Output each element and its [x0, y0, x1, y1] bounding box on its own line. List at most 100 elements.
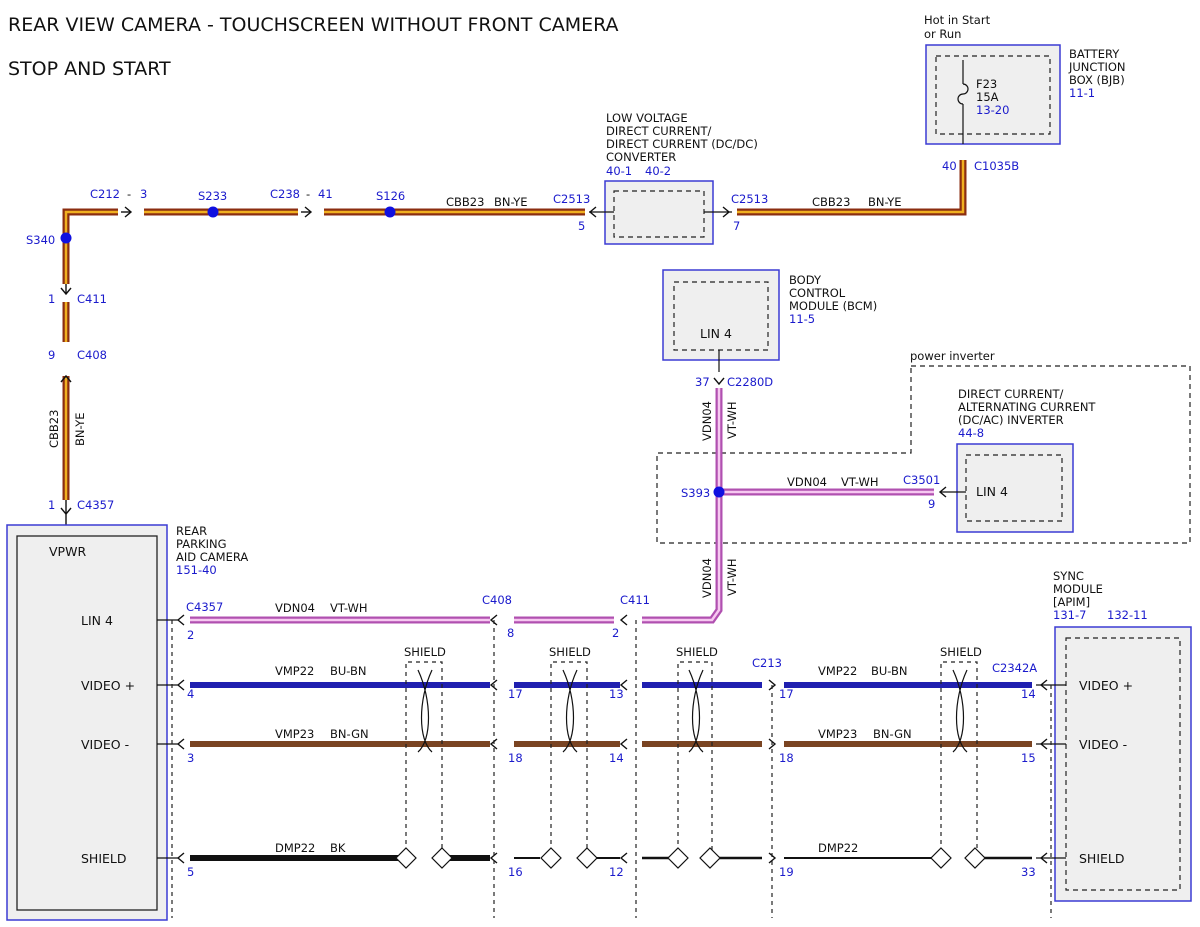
twisted-pair-icon [952, 669, 968, 753]
s126-label: S126 [376, 189, 405, 203]
lin-camera-arrow-icon [176, 614, 185, 626]
s393-label: S393 [681, 486, 710, 500]
bjb-hot-label: Hot in Start [924, 13, 991, 27]
lin-c411-label: C411 [620, 593, 650, 607]
shield-code-1: DMP22 [275, 841, 315, 855]
sync-ref-2: 132-11 [1107, 608, 1148, 622]
sync-shield-arrow-icon [1039, 852, 1048, 864]
camera-pin-shield: SHIELD [81, 851, 127, 866]
c238-dash: - [306, 187, 310, 201]
video-plus-color-2: BU-BN [871, 664, 908, 678]
dcdc-name-2: DIRECT CURRENT/ [606, 124, 712, 138]
splice-s126 [384, 206, 396, 218]
video-minus-code-2: VMP23 [818, 727, 857, 741]
bjb-name-3: BOX (BJB) [1069, 73, 1125, 87]
inverter-name-3: (DC/AC) INVERTER [958, 413, 1064, 427]
video-plus-color-1: BU-BN [330, 664, 367, 678]
sync-ref-1: 131-7 [1053, 608, 1086, 622]
c212-dash: - [127, 187, 131, 201]
body-control-module [662, 269, 780, 372]
video-minus-pin-c408: 18 [508, 751, 523, 765]
video-plus-pin-c411: 13 [609, 687, 624, 701]
bjb-name: BATTERY [1069, 47, 1120, 61]
bcm-ref: 11-5 [789, 312, 815, 326]
inverter-connector: C3501 [903, 473, 940, 487]
row-connector-arrows [176, 679, 777, 864]
shield-ground-icon [930, 847, 952, 869]
s233-label: S233 [198, 189, 227, 203]
shield-code-2: DMP22 [818, 841, 858, 855]
camera-pin-number-shield: 5 [187, 865, 194, 879]
sync-name-2: MODULE [1053, 582, 1103, 596]
c4357-label-power: C4357 [77, 498, 114, 512]
splice-s233 [207, 206, 219, 218]
camera-name-2: PARKING [176, 537, 227, 551]
inverter-name-2: ALTERNATING CURRENT [958, 400, 1096, 414]
camera-name-1: REAR [176, 524, 207, 538]
fuse-amps: 15A [976, 90, 999, 104]
video-minus-pin-c411: 14 [609, 751, 624, 765]
lin-color-bottom: VT-WH [330, 601, 368, 615]
shield-label-4: SHIELD [940, 645, 982, 659]
power-color-right: BN-YE [868, 195, 902, 209]
lin-c408-label: C408 [482, 593, 512, 607]
connector-dash-lines [171, 620, 1052, 918]
bjb-ref: 11-1 [1069, 86, 1095, 100]
sync-connector: C2342A [992, 661, 1037, 675]
c238-label: C238 [270, 187, 300, 201]
c238-pin: 41 [318, 187, 333, 201]
video-minus-code-1: VMP23 [275, 727, 314, 741]
sync-pin-shield: SHIELD [1079, 851, 1125, 866]
power-inverter-group [656, 365, 1191, 544]
sync-video-plus-arrow-icon [1039, 679, 1048, 691]
sync-pin-video-plus: VIDEO + [1079, 678, 1133, 693]
battery-junction-box [925, 44, 1061, 145]
camera-pin-lin: LIN 4 [81, 613, 113, 628]
video-plus-code-1: VMP22 [275, 664, 314, 678]
sync-module [1036, 626, 1192, 902]
camera-name-3: AID CAMERA [176, 550, 248, 564]
lin-code-horizontal: VDN04 [787, 475, 827, 489]
dcdc-name-1: LOW VOLTAGE [606, 111, 688, 125]
c408-pin-power: 9 [48, 348, 55, 362]
dcdc-right-connector: C2513 [731, 192, 768, 206]
diagram-subtitle: STOP AND START [8, 58, 171, 80]
lin-wire [190, 388, 934, 624]
dcdc-converter [588, 180, 732, 245]
sync-name-3: [APIM] [1053, 595, 1090, 609]
lin-color-horizontal: VT-WH [841, 475, 879, 489]
c4357-pin-power: 1 [48, 498, 55, 512]
dcdc-ref-1: 40-1 [606, 164, 632, 178]
bjb-pin: 40 [942, 159, 957, 173]
camera-pin-vpwr: VPWR [49, 544, 86, 559]
shield-ground-icon [576, 847, 598, 869]
dcdc-name-4: CONVERTER [606, 150, 676, 164]
c212-pin: 3 [140, 187, 147, 201]
video-minus-pin-c213: 18 [779, 751, 794, 765]
dcdc-left-pin: 5 [578, 219, 585, 233]
bcm-name-2: CONTROL [789, 286, 846, 300]
power-code-top: CBB23 [446, 195, 484, 209]
inverter-pin-label: LIN 4 [976, 484, 1008, 499]
inverter-name-1: DIRECT CURRENT/ [958, 387, 1064, 401]
dcdc-right-arrow-icon [722, 206, 731, 218]
s340-label: S340 [26, 233, 55, 247]
shield-twist-1 [395, 661, 453, 869]
shield-ground-icon [431, 847, 453, 869]
inverter-pin: 9 [928, 497, 935, 511]
camera-pin-video-plus: VIDEO + [81, 678, 135, 693]
power-wire [62, 160, 967, 500]
sync-name-1: SYNC [1053, 569, 1084, 583]
shield-color-1: BK [330, 841, 346, 855]
bcm-name-3: MODULE (BCM) [789, 299, 877, 313]
bjb-connector: C1035B [974, 159, 1019, 173]
shield-label-3: SHIELD [676, 645, 718, 659]
shield-twist-3 [667, 661, 721, 869]
sync-pin-number-video-plus: 14 [1021, 687, 1036, 701]
shield-label-2: SHIELD [549, 645, 591, 659]
video-minus-color-2: BN-GN [873, 727, 912, 741]
c213-label: C213 [752, 656, 782, 670]
video-plus-code-2: VMP22 [818, 664, 857, 678]
power-code-right: CBB23 [812, 195, 850, 209]
